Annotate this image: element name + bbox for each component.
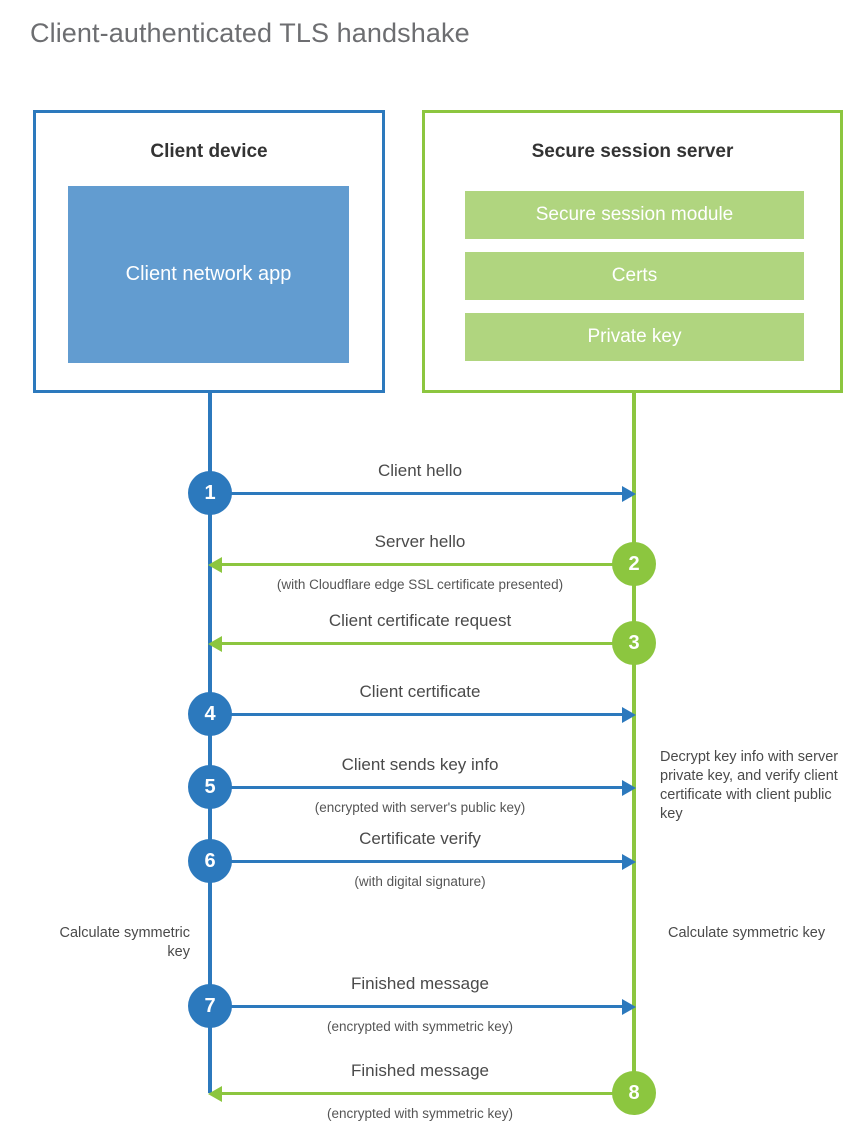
message-label-5: Client sends key info — [341, 755, 499, 774]
message-arrow-line-3 — [212, 642, 632, 645]
arrow-head-right-icon — [622, 707, 636, 723]
arrow-head-left-icon — [208, 1086, 222, 1102]
message-arrow-line-1 — [210, 492, 630, 495]
step-circle-1: 1 — [188, 471, 232, 515]
message-label-4: Client certificate — [359, 682, 481, 701]
arrow-head-left-icon — [208, 557, 222, 573]
server-calculate-symmetric-key-note: Calculate symmetric key — [668, 925, 826, 941]
message-sublabel-5: (encrypted with server's public key) — [314, 800, 526, 815]
server-component-certs: Certs — [465, 252, 804, 300]
step-circle-8: 8 — [612, 1071, 656, 1115]
arrow-head-right-icon — [622, 854, 636, 870]
message-sublabel-6: (with digital signature) — [354, 874, 486, 889]
server-component-private-key: Private key — [465, 313, 804, 361]
message-sublabel-2: (with Cloudflare edge SSL certificate pr… — [276, 577, 564, 592]
message-label-6: Certificate verify — [359, 829, 481, 848]
arrow-head-right-icon — [622, 780, 636, 796]
message-arrow-line-7 — [210, 1005, 630, 1008]
message-label-3: Client certificate request — [328, 611, 512, 630]
arrow-head-right-icon — [622, 999, 636, 1015]
step-circle-6: 6 — [188, 839, 232, 883]
client-network-app-block: Client network app — [68, 186, 349, 363]
arrow-head-left-icon — [208, 636, 222, 652]
secure-session-server-box: Secure session server Secure session mod… — [422, 110, 843, 393]
message-label-8: Finished message — [351, 1061, 489, 1080]
message-arrow-line-2 — [212, 563, 632, 566]
client-calculate-symmetric-key-note: Calculate symmetric key — [59, 925, 190, 960]
step-circle-4: 4 — [188, 692, 232, 736]
page-title: Client-authenticated TLS handshake — [30, 18, 470, 48]
server-component-list: Secure session module Certs Private key — [465, 191, 804, 361]
client-device-box: Client device Client network app — [33, 110, 385, 393]
message-label-7: Finished message — [351, 974, 489, 993]
client-device-title: Client device — [150, 141, 268, 162]
secure-session-server-title: Secure session server — [531, 141, 734, 162]
step-circle-7: 7 — [188, 984, 232, 1028]
message-sublabel-7: (encrypted with symmetric key) — [326, 1019, 514, 1034]
step-circle-5: 5 — [188, 765, 232, 809]
server-lifeline — [632, 393, 636, 1093]
message-arrow-line-6 — [210, 860, 630, 863]
server-decrypt-note: Decrypt key info with server private key… — [660, 749, 839, 822]
step-circle-3: 3 — [612, 621, 656, 665]
message-label-1: Client hello — [377, 461, 463, 480]
message-label-2: Server hello — [374, 532, 466, 551]
message-arrow-line-4 — [210, 713, 630, 716]
step-circle-2: 2 — [612, 542, 656, 586]
server-component-secure-session-module: Secure session module — [465, 191, 804, 239]
message-sublabel-8: (encrypted with symmetric key) — [326, 1106, 514, 1121]
message-arrow-line-8 — [212, 1092, 632, 1095]
client-lifeline — [208, 393, 212, 1093]
arrow-head-right-icon — [622, 486, 636, 502]
message-arrow-line-5 — [210, 786, 630, 789]
